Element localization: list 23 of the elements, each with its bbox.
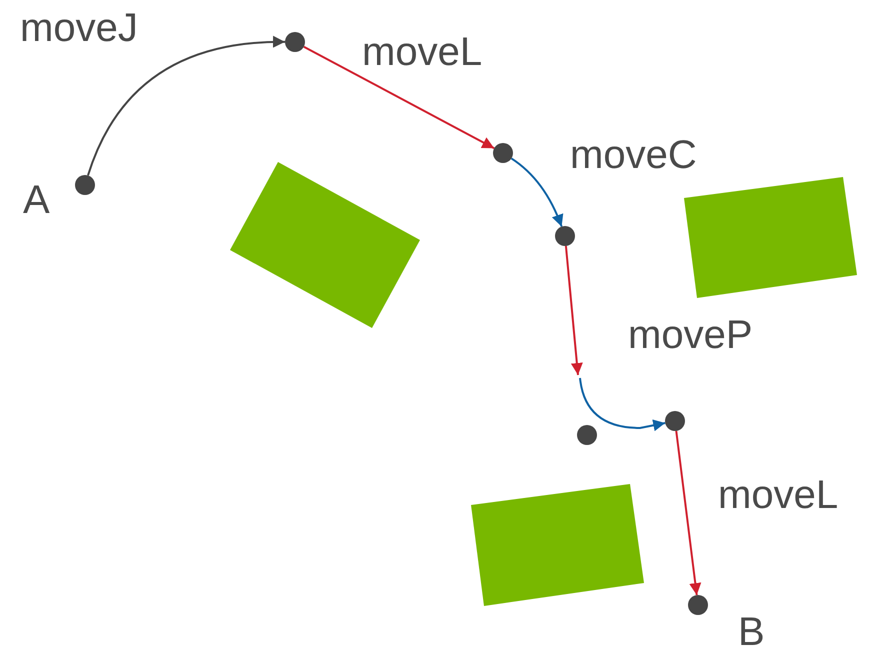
obstacle-block — [471, 484, 644, 606]
edge-label: moveJ — [20, 8, 138, 48]
waypoint-dot — [75, 175, 95, 195]
obstacle-block — [684, 177, 857, 298]
edge-label: moveP — [628, 315, 752, 355]
arrow — [510, 158, 563, 227]
waypoint-dot — [577, 425, 597, 445]
edge-label: moveL — [362, 32, 482, 72]
waypoint-dot — [665, 411, 685, 431]
waypoint-dot — [688, 595, 708, 615]
point-label: B — [738, 612, 765, 652]
arrow — [303, 46, 495, 150]
obstacle-block — [230, 162, 420, 328]
point-label: A — [23, 180, 50, 220]
waypoint-dot — [555, 226, 575, 246]
arrow — [564, 246, 583, 376]
edge-label: moveC — [570, 135, 697, 175]
arrow — [579, 378, 666, 432]
arrow — [675, 430, 702, 596]
edge-label: moveL — [718, 475, 838, 515]
waypoint-dot — [493, 143, 513, 163]
waypoint-dot — [285, 32, 305, 52]
arrow — [87, 36, 286, 176]
